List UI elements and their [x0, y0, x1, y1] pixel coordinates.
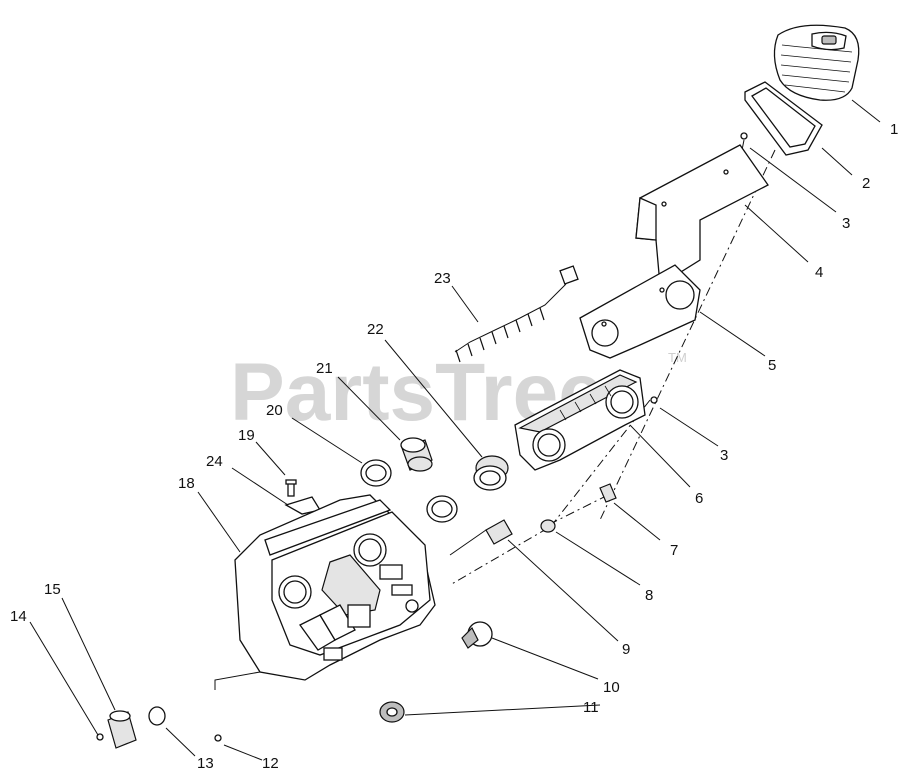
part-21-bushing — [400, 437, 433, 472]
part-20-ring — [360, 459, 392, 487]
loose-ring — [426, 495, 458, 523]
callout-24: 24 — [206, 453, 223, 470]
callout-15: 15 — [44, 581, 61, 598]
callout-3-lower: 3 — [720, 447, 728, 464]
part-13-bulb — [148, 706, 166, 726]
part-7-plug — [599, 483, 617, 503]
callout-7: 7 — [670, 542, 678, 559]
part-1-boot-cover — [773, 24, 860, 101]
part-4-upper-plate — [635, 144, 769, 287]
callout-10: 10 — [603, 679, 620, 696]
part-2-gasket — [744, 81, 823, 156]
callout-1: 1 — [890, 121, 898, 138]
part-19-screw — [285, 479, 297, 497]
callout-labels: 1 2 3 4 5 3 6 7 8 9 10 11 12 13 14 15 18… — [10, 121, 898, 772]
callout-4: 4 — [815, 264, 823, 281]
part-9-switch — [449, 519, 513, 556]
leader-lines — [29, 99, 881, 761]
callout-9: 9 — [622, 641, 630, 658]
part-3-screw-upper — [740, 132, 748, 151]
callout-8: 8 — [645, 587, 653, 604]
part-22-collar — [473, 455, 509, 491]
part-11-grommet — [379, 701, 405, 723]
part-8-nut — [540, 519, 556, 533]
callout-5: 5 — [768, 357, 776, 374]
callout-23: 23 — [434, 270, 451, 287]
callout-19: 19 — [238, 427, 255, 444]
callout-2: 2 — [862, 175, 870, 192]
callout-20: 20 — [266, 402, 283, 419]
callout-14: 14 — [10, 608, 27, 625]
callout-13: 13 — [197, 755, 214, 772]
callout-12: 12 — [262, 755, 279, 772]
part-3-screw-lower — [650, 396, 658, 404]
part-6-gauge-bezel — [514, 369, 646, 471]
part-5-mounting-plate — [579, 264, 701, 359]
part-14-screw — [96, 733, 104, 741]
callout-6: 6 — [695, 490, 703, 507]
part-15-socket — [107, 710, 137, 749]
callout-21: 21 — [316, 360, 333, 377]
callout-11: 11 — [583, 699, 599, 716]
callout-22: 22 — [367, 321, 384, 338]
callout-18: 18 — [178, 475, 195, 492]
part-23-wire-harness — [454, 265, 579, 363]
callout-3-upper: 3 — [842, 215, 850, 232]
part-18-dash-panel — [214, 494, 436, 690]
part-10-lamp — [461, 621, 493, 649]
part-12-screw — [214, 734, 222, 742]
